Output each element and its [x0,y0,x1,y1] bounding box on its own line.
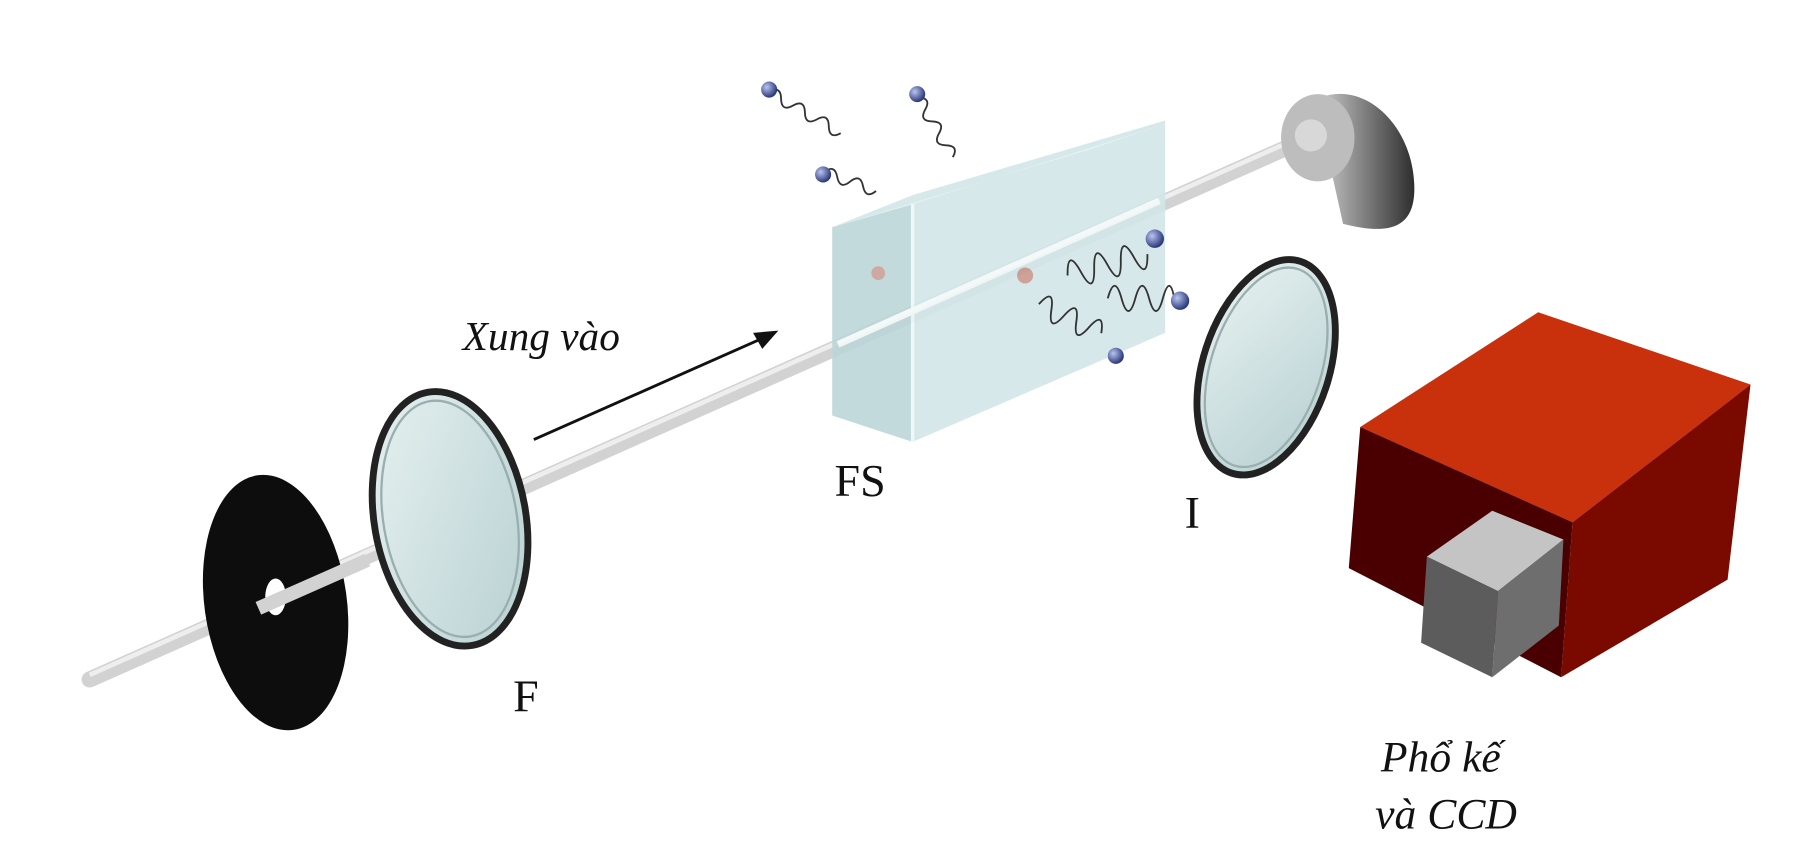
electron-icon [815,166,832,183]
electron-icon [1145,229,1164,248]
emitted-electrons [768,88,1176,336]
electron-icon [909,86,926,103]
focusing-lens [368,388,532,650]
label-lens-f: F [513,671,539,722]
label-crystal-fs: FS [835,455,886,506]
electron-icon [1170,291,1190,310]
electron-icon [1107,347,1124,364]
beam-dump [1281,93,1415,229]
electron-icons [761,81,1190,364]
ccd-camera [1421,510,1564,678]
label-lens-i: I [1185,487,1200,538]
crystal-fs [832,120,1166,442]
label-spectrometer-line2: và CCD [1375,791,1517,839]
label-spectrometer-line1: Phổ kế [1380,733,1507,781]
electron-icon [761,81,778,98]
label-pulse-in: Xung vào [461,313,620,359]
pulse-arrow [533,330,779,441]
imaging-lens [1193,256,1339,479]
